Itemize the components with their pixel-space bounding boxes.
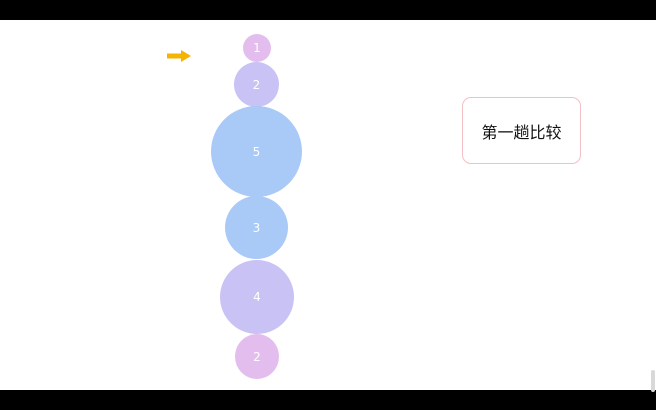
ball-5: 4 bbox=[220, 260, 294, 334]
ball-2: 2 bbox=[234, 62, 279, 107]
letterbox-top bbox=[0, 0, 656, 20]
scroll-handle[interactable] bbox=[651, 370, 655, 392]
ball-value: 4 bbox=[253, 290, 261, 304]
ball-value: 5 bbox=[252, 144, 261, 159]
ball-value: 2 bbox=[253, 349, 261, 364]
ball-value: 2 bbox=[252, 77, 261, 92]
ball-6: 2 bbox=[235, 334, 279, 379]
round-label: 第一趟比较 bbox=[462, 97, 581, 164]
ball-value: 3 bbox=[252, 220, 261, 235]
ball-4: 3 bbox=[225, 196, 288, 259]
letterbox-bottom bbox=[0, 390, 656, 410]
ball-3: 5 bbox=[211, 106, 302, 197]
ball-1: 1 bbox=[243, 34, 271, 62]
arrow-right-icon bbox=[167, 50, 191, 62]
diagram-stage: 1 2 5 3 4 2 第一趟比较 bbox=[0, 20, 656, 390]
ball-value: 1 bbox=[253, 41, 261, 55]
